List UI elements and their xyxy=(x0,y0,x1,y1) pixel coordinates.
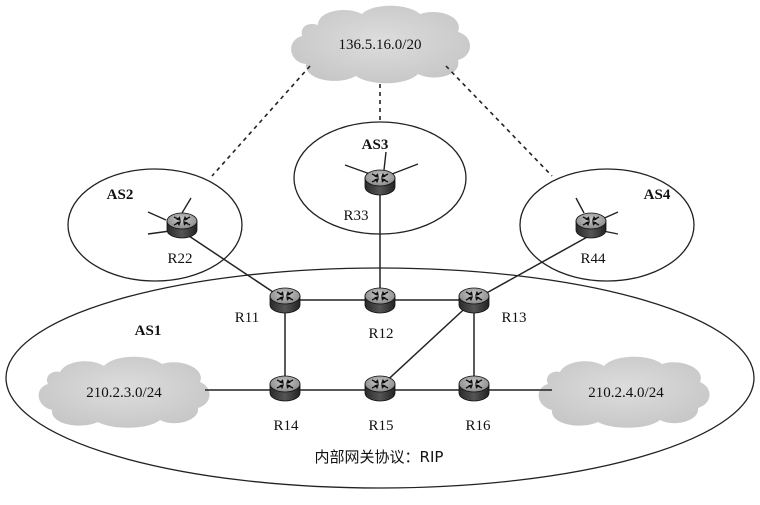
r11-label: R11 xyxy=(235,310,259,326)
router-r33-icon xyxy=(364,169,396,196)
r14-label: R14 xyxy=(273,418,299,434)
router-r15-icon xyxy=(364,375,396,402)
cloud-left-label: 210.2.3.0/24 xyxy=(86,385,162,401)
router-r16-icon xyxy=(458,375,490,402)
r22-label: R22 xyxy=(167,251,192,267)
r13-label: R13 xyxy=(501,310,526,326)
as3-label: AS3 xyxy=(362,137,389,153)
router-r12-icon xyxy=(364,287,396,314)
router-r44-icon xyxy=(575,212,607,239)
r15-label: R15 xyxy=(368,418,393,434)
cloud-left xyxy=(38,356,210,428)
as4-label: AS4 xyxy=(644,187,671,203)
r12-label: R12 xyxy=(368,326,393,342)
cloud-top-label: 136.5.16.0/20 xyxy=(339,37,422,53)
as1-label: AS1 xyxy=(135,323,162,339)
as4-boundary xyxy=(519,168,695,282)
cloud-right-label: 210.2.4.0/24 xyxy=(588,385,664,401)
protocol-caption: 内部网关协议：RIP xyxy=(315,448,444,466)
router-r13-icon xyxy=(458,287,490,314)
r16-label: R16 xyxy=(465,418,491,434)
r33-label: R33 xyxy=(343,208,368,224)
as2-label: AS2 xyxy=(107,187,134,203)
as2-boundary xyxy=(67,168,243,282)
cloud-right xyxy=(538,356,710,428)
router-r22-icon xyxy=(166,212,198,239)
router-r11-icon xyxy=(269,287,301,314)
dashed-links xyxy=(211,65,553,177)
cloud-top xyxy=(291,5,470,84)
r44-label: R44 xyxy=(580,251,606,267)
router-r14-icon xyxy=(269,375,301,402)
